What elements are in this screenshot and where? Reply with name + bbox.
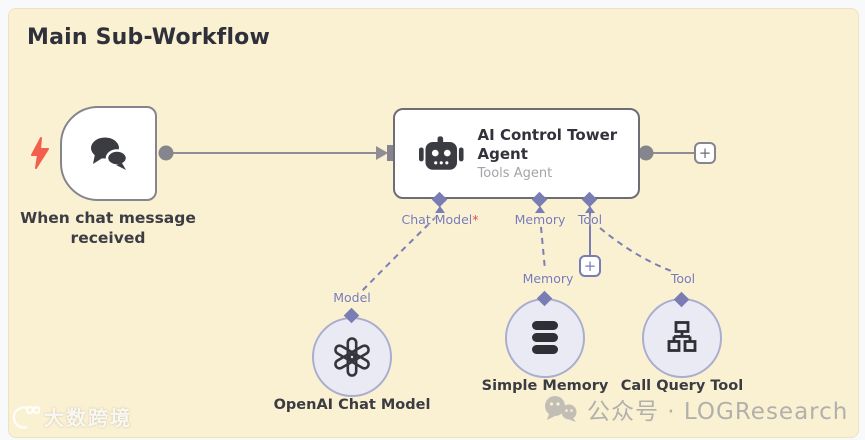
connection-arrowhead <box>435 206 445 213</box>
database-icon <box>532 321 558 354</box>
watermark-left: 大数跨境 <box>10 402 132 431</box>
node-call-query-tool[interactable] <box>642 298 722 378</box>
trigger-node-label: When chat message received <box>20 209 196 248</box>
add-node-button[interactable]: + <box>694 142 716 164</box>
connection-chatmodel-dashed[interactable] <box>361 215 438 292</box>
port-label-tool-sub: Tool <box>670 271 696 286</box>
openai-logo-icon <box>334 337 370 377</box>
agent-node-subtitle: Tools Agent <box>477 166 553 182</box>
connection-arrowhead <box>535 206 545 213</box>
agent-output-port[interactable] <box>638 145 654 161</box>
trigger-bolt-icon <box>31 137 49 169</box>
watermark-left-text: 大数跨境 <box>44 406 132 430</box>
watermark-right-text: 公众号 · LOGResearch <box>587 399 849 425</box>
node-label-tool: Call Query Tool <box>620 378 744 394</box>
connection-tool-dashed[interactable] <box>599 227 675 273</box>
wechat-icon <box>545 396 577 422</box>
port-label-chat-model: Chat Model* <box>401 212 479 227</box>
plus-icon: + <box>698 143 712 162</box>
port-label-memory-sub: Memory <box>522 271 574 286</box>
port-label-tool: Tool <box>577 212 603 227</box>
brand-logo-icon <box>12 405 40 429</box>
connection-trigger-to-agent[interactable] <box>173 145 393 161</box>
node-label-openai: OpenAI Chat Model <box>273 397 431 413</box>
port-label-memory: Memory <box>514 212 566 227</box>
robot-icon <box>419 135 464 170</box>
node-label-memory: Simple Memory <box>481 378 609 394</box>
chat-bubbles-icon <box>90 137 128 170</box>
add-tool-button[interactable]: + <box>579 255 601 277</box>
node-ai-control-tower-agent[interactable]: AI Control Tower Agent Tools Agent <box>393 108 640 199</box>
sticky-note[interactable]: Main Sub-Workflow <box>8 8 859 438</box>
sitemap-icon <box>667 321 697 352</box>
connection-memory-dashed[interactable] <box>540 226 546 271</box>
sticky-note-title: Main Sub-Workflow <box>27 25 271 50</box>
trigger-output-port[interactable] <box>158 145 174 161</box>
node-when-chat-message-received[interactable] <box>60 106 157 201</box>
connection-arrowhead <box>585 206 595 213</box>
agent-node-title: AI Control Tower Agent <box>477 125 618 163</box>
plus-icon: + <box>583 256 597 275</box>
watermark-right: 公众号 · LOGResearch <box>543 392 848 426</box>
node-simple-memory[interactable] <box>505 298 585 378</box>
port-label-model: Model <box>333 290 371 305</box>
node-openai-chat-model[interactable] <box>312 317 392 397</box>
